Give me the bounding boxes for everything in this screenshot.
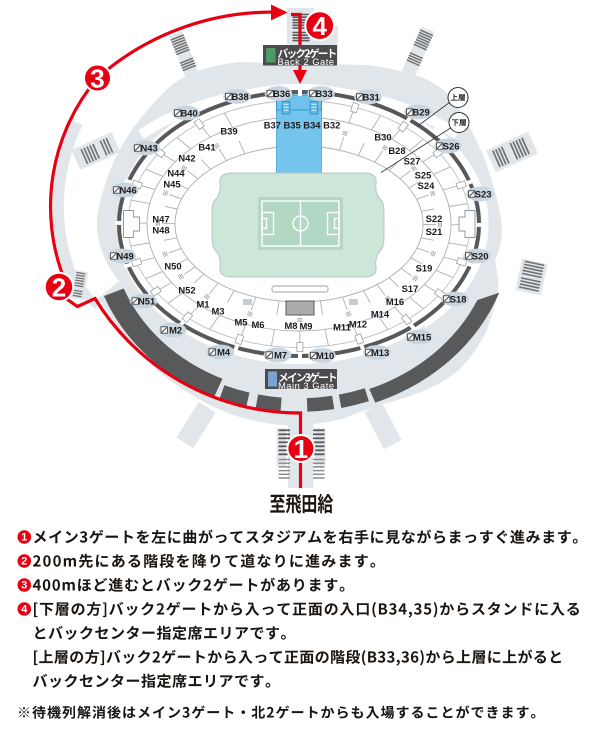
svg-text:N46: N46	[119, 184, 136, 195]
svg-text:M14: M14	[371, 308, 390, 319]
svg-text:1: 1	[21, 532, 27, 544]
svg-text:N51: N51	[138, 295, 155, 306]
svg-text:N47: N47	[152, 213, 169, 224]
svg-text:N48: N48	[152, 224, 169, 235]
svg-text:1: 1	[294, 434, 308, 464]
svg-text:3: 3	[21, 580, 27, 592]
svg-text:S24: S24	[418, 180, 435, 191]
svg-text:N43: N43	[140, 142, 157, 153]
svg-text:B31: B31	[362, 91, 379, 102]
svg-text:M4: M4	[217, 346, 231, 357]
svg-text:B33: B33	[315, 88, 332, 99]
svg-text:S22: S22	[426, 213, 443, 224]
svg-text:B37 B35 B34 B32: B37 B35 B34 B32	[264, 119, 341, 130]
svg-text:M15: M15	[413, 331, 431, 342]
svg-text:M3: M3	[211, 305, 224, 316]
svg-text:N49: N49	[116, 250, 133, 261]
svg-text:B30: B30	[374, 131, 391, 142]
svg-text:M7: M7	[274, 349, 287, 360]
svg-text:B41: B41	[198, 141, 215, 152]
svg-text:S25: S25	[415, 169, 432, 180]
svg-text:M6: M6	[251, 319, 264, 330]
svg-text:S26: S26	[443, 140, 460, 151]
svg-text:S27: S27	[404, 155, 421, 166]
svg-text:S19: S19	[416, 262, 433, 273]
svg-text:S20: S20	[472, 250, 489, 261]
svg-text:N44: N44	[167, 167, 185, 178]
svg-text:B28: B28	[388, 145, 405, 156]
svg-text:N45: N45	[163, 178, 180, 189]
svg-text:M12: M12	[349, 318, 367, 329]
svg-text:N50: N50	[164, 260, 181, 271]
svg-text:4: 4	[21, 604, 27, 616]
svg-text:B38: B38	[231, 91, 248, 102]
svg-text:B39: B39	[220, 125, 237, 136]
svg-text:M9: M9	[299, 320, 312, 331]
svg-text:M13: M13	[371, 347, 389, 358]
svg-text:M16: M16	[386, 296, 404, 307]
svg-text:2: 2	[21, 556, 27, 568]
svg-text:S18: S18	[450, 293, 467, 304]
svg-text:4: 4	[312, 11, 327, 41]
svg-text:B29: B29	[412, 106, 429, 117]
svg-text:S17: S17	[402, 283, 419, 294]
svg-text:M5: M5	[234, 316, 247, 327]
svg-text:B40: B40	[180, 107, 197, 118]
svg-text:B36: B36	[273, 88, 290, 99]
svg-text:M10: M10	[316, 350, 334, 361]
svg-text:N42: N42	[178, 152, 195, 163]
svg-text:S23: S23	[475, 188, 492, 199]
svg-text:3: 3	[90, 63, 104, 93]
svg-text:N52: N52	[178, 284, 195, 295]
svg-text:M2: M2	[169, 324, 182, 335]
svg-text:M1: M1	[196, 298, 209, 309]
svg-text:Main 3 Gate: Main 3 Gate	[278, 380, 335, 391]
svg-text:M8: M8	[284, 320, 297, 331]
svg-text:S21: S21	[426, 226, 443, 237]
svg-text:Back 2 Gate: Back 2 Gate	[278, 56, 335, 67]
svg-text:2: 2	[52, 272, 66, 302]
